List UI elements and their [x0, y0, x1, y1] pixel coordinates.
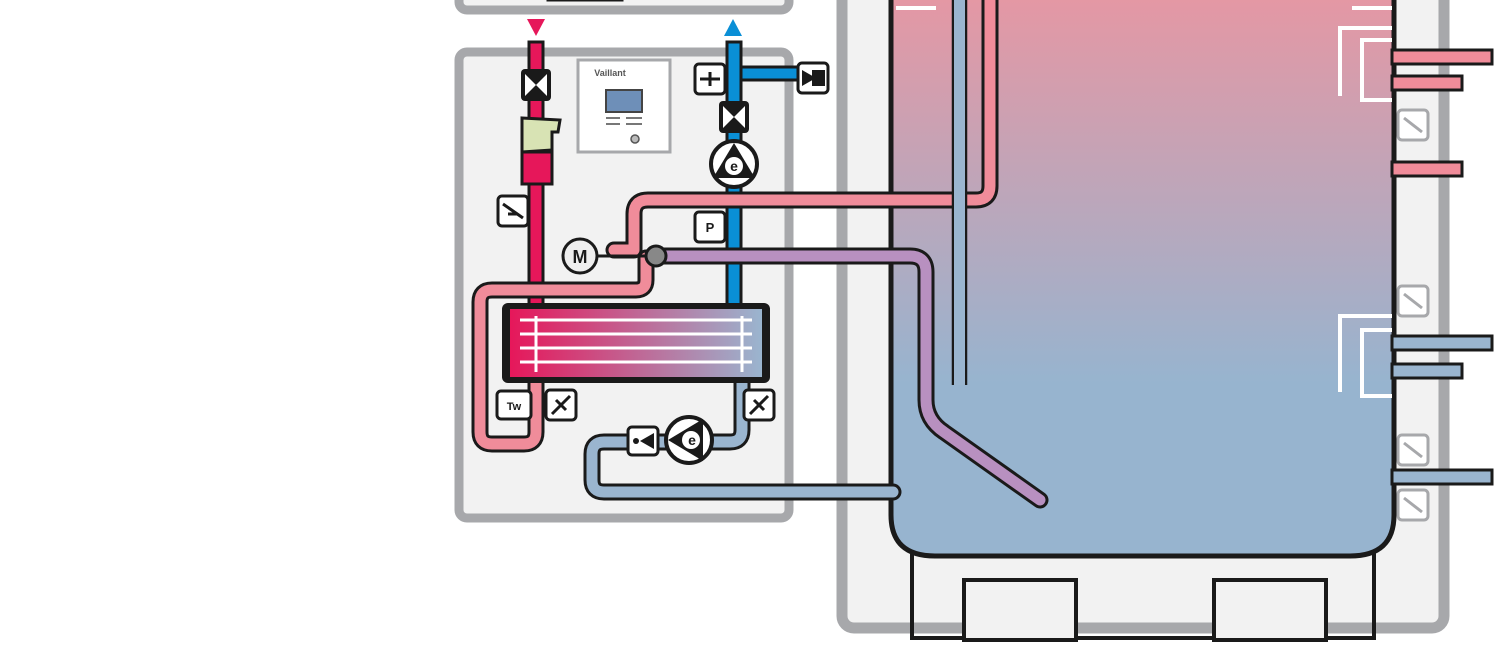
drain-valve-icon [496, 62, 727, 228]
primary-return [583, 373, 902, 501]
controller-brand: Vaillant [594, 68, 626, 78]
drain-valve-icon [1396, 108, 1430, 522]
tank-side-connections [1338, 26, 1494, 486]
thermostatic-mixer [520, 116, 562, 186]
pressure-sensor-icon: P [693, 210, 727, 244]
stratified-return [655, 247, 1049, 509]
tank-riser [954, 0, 965, 385]
pump-label-lower: e [688, 432, 696, 448]
primary-pump: e [664, 415, 714, 465]
plate-heat-exchanger [502, 303, 770, 383]
secondary-pump: e [709, 139, 759, 189]
controller-display [605, 89, 643, 113]
tank-stand [910, 540, 1376, 642]
temp-sensor-label: Tw [507, 401, 522, 413]
pump-label-upper: e [730, 158, 738, 174]
primary-hot-loop [471, 249, 655, 453]
controller-unit: Vaillant [576, 58, 672, 154]
shutoff-valve-icon [521, 69, 749, 133]
controller-knob [630, 134, 640, 144]
motorized-diverter-valve: M [561, 237, 668, 275]
motor-label: M [573, 247, 588, 267]
primary-hot-supply [605, 0, 999, 259]
drain-valve-icon [544, 388, 776, 422]
arrow-down-icon [527, 19, 545, 36]
safety-valve-icon [796, 61, 830, 95]
tank-riser-lines [951, 0, 968, 385]
temperature-sensor-icon: Tw [495, 389, 533, 421]
pressure-label: P [706, 220, 715, 235]
upper-module-housing [454, 0, 794, 15]
check-valve-icon [626, 425, 660, 457]
storage-tank [888, 0, 1397, 559]
arrow-up-icon [724, 19, 742, 36]
